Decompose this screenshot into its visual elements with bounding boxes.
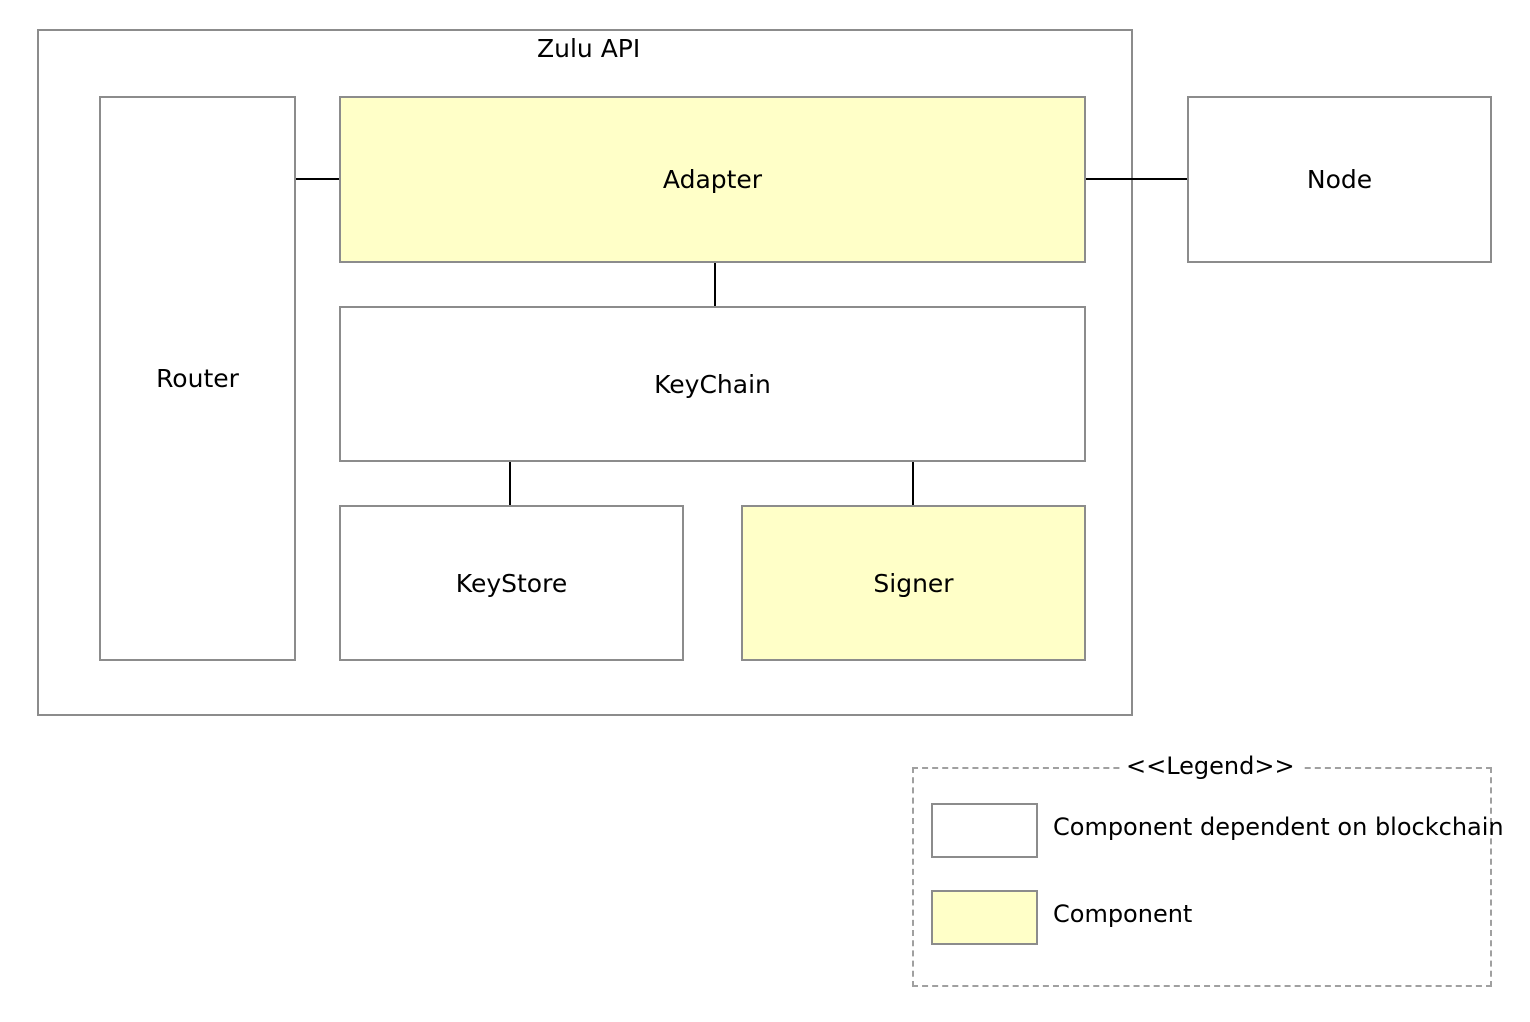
keystore-component: KeyStore bbox=[339, 505, 684, 661]
legend-swatch-dependent bbox=[931, 803, 1038, 858]
adapter-component: Adapter bbox=[339, 96, 1086, 263]
adapter-keychain-connector bbox=[714, 262, 716, 308]
legend-swatch-component bbox=[931, 890, 1038, 945]
keychain-component: KeyChain bbox=[339, 306, 1086, 462]
adapter-node-connector bbox=[1085, 178, 1188, 180]
signer-label: Signer bbox=[873, 568, 954, 598]
legend-title: <<Legend>> bbox=[1120, 752, 1301, 780]
legend-box bbox=[912, 767, 1492, 987]
keystore-label: KeyStore bbox=[455, 568, 568, 598]
keychain-label: KeyChain bbox=[654, 369, 771, 399]
zulu-api-title: Zulu API bbox=[537, 34, 641, 63]
keychain-keystore-connector bbox=[509, 461, 511, 507]
router-component: Router bbox=[99, 96, 296, 661]
router-adapter-connector bbox=[295, 178, 340, 180]
router-label: Router bbox=[156, 364, 239, 393]
zulu-api-container bbox=[37, 29, 1133, 716]
keychain-signer-connector bbox=[912, 461, 914, 507]
node-component: Node bbox=[1187, 96, 1492, 263]
adapter-label: Adapter bbox=[662, 165, 763, 194]
signer-component: Signer bbox=[741, 505, 1086, 661]
legend-label-component: Component bbox=[1053, 900, 1193, 928]
legend-label-dependent: Component dependent on blockchain bbox=[1053, 813, 1504, 841]
node-label: Node bbox=[1306, 165, 1373, 194]
